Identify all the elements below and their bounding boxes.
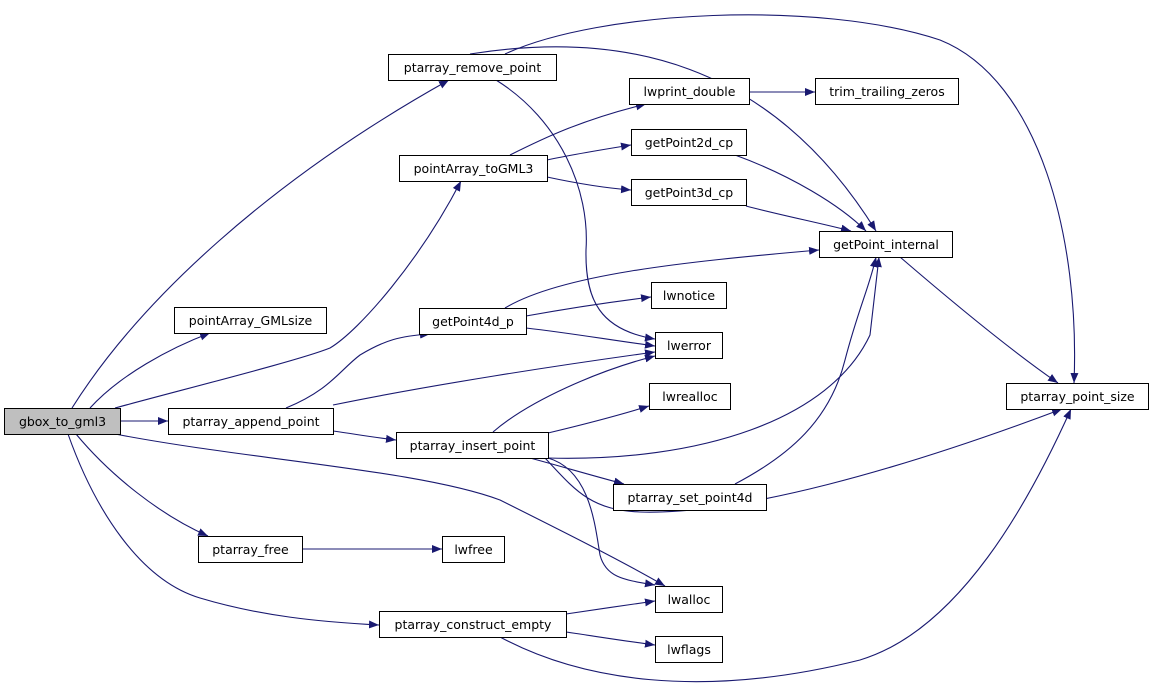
- node-box: [649, 383, 731, 410]
- edge-ptarray_insert_point-to-lwrealloc: [547, 405, 650, 434]
- edge-ptarray_append_point-to-ptarray_insert_point: [332, 430, 397, 443]
- node-box: [1006, 383, 1149, 410]
- edge-getPoint4d_p-to-lwnotice: [525, 294, 652, 317]
- node-box: [655, 636, 723, 663]
- node-box: [198, 536, 303, 563]
- node-label: ptarray_insert_point: [410, 438, 536, 453]
- node-label: lwfree: [454, 542, 493, 557]
- node-box: [631, 179, 747, 206]
- node-label: pointArray_GMLsize: [189, 313, 313, 328]
- node-box: [629, 78, 750, 105]
- node-label: getPoint4d_p: [432, 314, 514, 329]
- node-label: ptarray_set_point4d: [628, 490, 753, 505]
- node-box: [388, 54, 557, 81]
- node-label: lwnotice: [663, 288, 716, 303]
- edge-ptarray_insert_point-to-lwerror: [492, 354, 656, 433]
- node-pointArray_GMLsize[interactable]: pointArray_GMLsize: [174, 307, 327, 334]
- edge-pointArray_toGML3-to-lwprint_double: [509, 102, 647, 156]
- node-box: [631, 129, 747, 156]
- node-label: ptarray_point_size: [1020, 389, 1135, 404]
- edge-gbox_to_gml3-to-pointArray_toGML3: [114, 180, 462, 409]
- node-label: lwrealloc: [662, 389, 718, 404]
- node-label: trim_trailing_zeros: [829, 84, 944, 99]
- node-label: lwerror: [667, 338, 712, 353]
- node-box: [815, 78, 959, 105]
- node-label: getPoint_internal: [833, 237, 939, 252]
- node-box: [379, 611, 567, 638]
- node-label: lwprint_double: [644, 84, 736, 99]
- edge-ptarray_construct_empty-to-ptarray_point_size: [499, 408, 1072, 683]
- node-ptarray_remove_point[interactable]: ptarray_remove_point: [388, 54, 557, 81]
- edge-ptarray_remove_point-to-lwerror: [495, 79, 656, 342]
- edge-ptarray_insert_point-to-getPoint_internal: [547, 256, 882, 459]
- node-lwerror[interactable]: lwerror: [655, 332, 723, 359]
- node-lwfree[interactable]: lwfree: [442, 536, 505, 563]
- node-label: gbox_to_gml3: [19, 414, 106, 429]
- node-box: [174, 307, 327, 334]
- node-box: [4, 408, 121, 435]
- node-ptarray_insert_point[interactable]: ptarray_insert_point: [396, 432, 549, 459]
- node-getPoint4d_p[interactable]: getPoint4d_p: [419, 308, 527, 335]
- node-ptarray_set_point4d[interactable]: ptarray_set_point4d: [613, 484, 767, 511]
- node-label: pointArray_toGML3: [414, 161, 534, 176]
- node-getPoint3d_cp[interactable]: getPoint3d_cp: [631, 179, 747, 206]
- node-box: [613, 484, 767, 511]
- node-label: ptarray_construct_empty: [395, 617, 553, 632]
- node-lwnotice[interactable]: lwnotice: [651, 282, 727, 309]
- edge-ptarray_remove_point-to-getPoint_internal: [469, 46, 877, 232]
- node-label: ptarray_remove_point: [404, 60, 542, 75]
- edge-ptarray_insert_point-to-lwalloc: [547, 457, 656, 588]
- node-ptarray_free[interactable]: ptarray_free: [198, 536, 303, 563]
- edge-getPoint4d_p-to-getPoint_internal: [504, 246, 820, 309]
- edge-ptarray_append_point-to-getPoint4d_p: [285, 330, 431, 409]
- node-box: [819, 231, 953, 258]
- node-ptarray_construct_empty[interactable]: ptarray_construct_empty: [379, 611, 567, 638]
- edge-gbox_to_gml3-to-ptarray_free: [75, 433, 209, 537]
- node-box: [442, 536, 505, 563]
- node-box: [396, 432, 549, 459]
- edge-gbox_to_gml3-to-pointArray_GMLsize: [89, 332, 211, 409]
- edge-gbox_to_gml3-to-ptarray_construct_empty: [67, 433, 380, 629]
- node-box: [655, 586, 723, 613]
- node-box: [168, 408, 334, 435]
- node-lwprint_double[interactable]: lwprint_double: [629, 78, 750, 105]
- edge-getPoint_internal-to-ptarray_point_size: [899, 256, 1059, 384]
- node-lwflags[interactable]: lwflags: [655, 636, 723, 663]
- node-label: getPoint3d_cp: [645, 185, 734, 200]
- node-lwalloc[interactable]: lwalloc: [655, 586, 723, 613]
- edge-getPoint4d_p-to-lwerror: [525, 327, 656, 349]
- edge-ptarray_construct_empty-to-lwflags: [565, 631, 656, 648]
- node-box: [655, 332, 723, 359]
- node-box: [651, 282, 727, 309]
- node-ptarray_point_size[interactable]: ptarray_point_size: [1006, 383, 1149, 410]
- edge-ptarray_remove_point-to-ptarray_point_size: [504, 14, 1079, 384]
- edge-getPoint2d_cp-to-getPoint_internal: [734, 154, 867, 232]
- node-box: [419, 308, 527, 335]
- node-getPoint_internal[interactable]: getPoint_internal: [819, 231, 953, 258]
- edge-ptarray_set_point4d-to-getPoint_internal: [734, 256, 878, 485]
- nodes-layer: gbox_to_gml3 ptarray_remove_point lwprint_…: [4, 54, 1149, 663]
- node-label: lwalloc: [668, 592, 711, 607]
- node-getPoint2d_cp[interactable]: getPoint2d_cp: [631, 129, 747, 156]
- edge-pointArray_toGML3-to-getPoint3d_cp: [546, 176, 632, 194]
- node-gbox_to_gml3[interactable]: gbox_to_gml3: [4, 408, 121, 435]
- edge-gbox_to_gml3-to-ptarray_remove_point: [71, 79, 450, 409]
- edges-layer: [67, 14, 1079, 683]
- edge-ptarray_construct_empty-to-lwalloc: [565, 598, 656, 615]
- node-pointArray_toGML3[interactable]: pointArray_toGML3: [399, 155, 548, 182]
- node-ptarray_append_point[interactable]: ptarray_append_point: [168, 408, 334, 435]
- edge-ptarray_append_point-to-lwerror: [332, 349, 656, 406]
- edge-ptarray_insert_point-to-ptarray_set_point4d: [529, 457, 625, 486]
- edge-pointArray_toGML3-to-getPoint2d_cp: [546, 142, 632, 161]
- node-label: ptarray_free: [212, 542, 289, 557]
- edge-gbox_to_gml3-to-lwalloc: [114, 433, 666, 587]
- node-label: lwflags: [667, 642, 711, 657]
- edge-getPoint3d_cp-to-getPoint_internal: [745, 205, 852, 233]
- node-label: getPoint2d_cp: [645, 135, 734, 150]
- node-trim_trailing_zeros[interactable]: trim_trailing_zeros: [815, 78, 959, 105]
- node-box: [399, 155, 548, 182]
- node-lwrealloc[interactable]: lwrealloc: [649, 383, 731, 410]
- node-label: ptarray_append_point: [182, 414, 319, 429]
